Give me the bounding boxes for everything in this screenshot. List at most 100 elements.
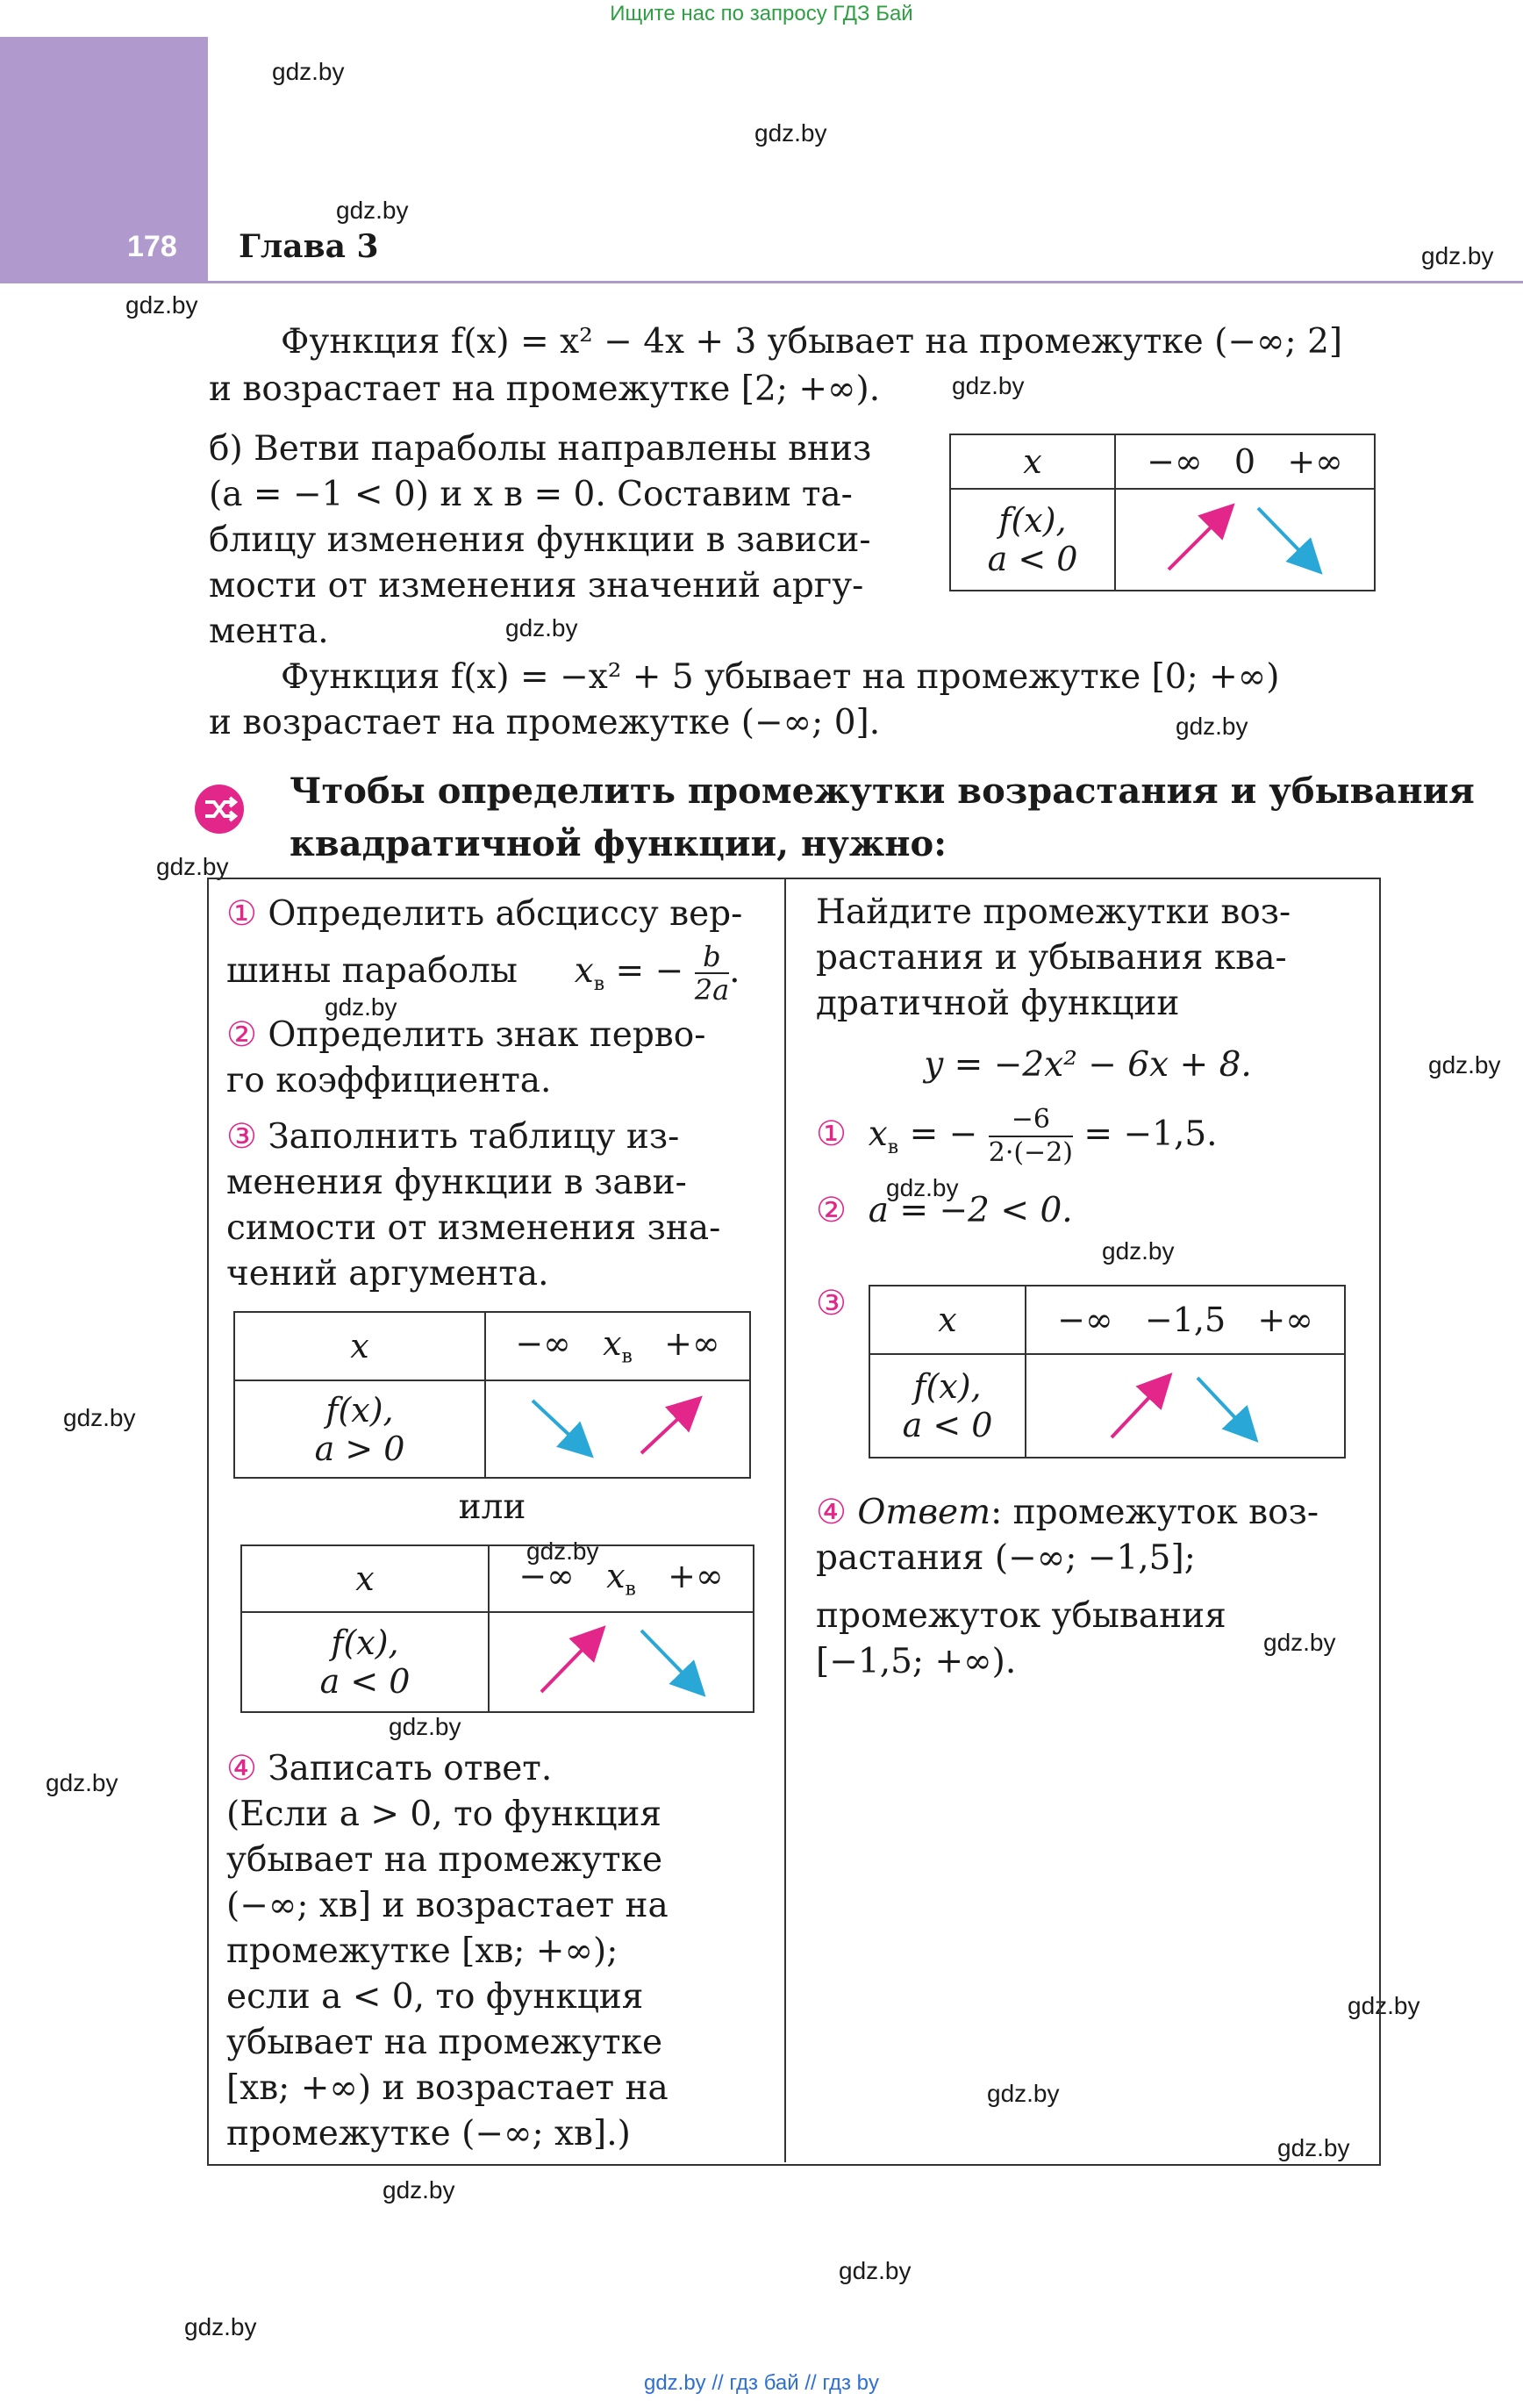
step-2-number: ② bbox=[816, 1190, 847, 1230]
step4-title-text: Записать ответ. bbox=[268, 1749, 553, 1788]
step-3-number: ③ bbox=[816, 1284, 847, 1323]
answer-text: : промежуток воз- bbox=[990, 1493, 1319, 1532]
step4-line: [xв; +∞) и возрастает на bbox=[226, 2068, 669, 2108]
table-x-values: −∞ xв +∞ bbox=[484, 1311, 751, 1381]
part-b-line: б) Ветви параболы направлены вниз bbox=[209, 429, 872, 469]
left-table-a-positive: x −∞ xв +∞ f(x), a > 0 bbox=[233, 1311, 751, 1479]
part-b-table: x −∞ 0 +∞ f(x), a < 0 bbox=[949, 434, 1376, 591]
step3-text: Заполнить таблицу из- bbox=[268, 1116, 680, 1157]
table-f-label-line: a < 0 bbox=[987, 540, 1078, 578]
step-1-number: ① bbox=[816, 1114, 847, 1154]
answer-word: Ответ bbox=[857, 1493, 991, 1532]
table-x-values: −∞ xв +∞ bbox=[488, 1544, 754, 1613]
formula-dot: . bbox=[729, 951, 740, 991]
part-b-line: (a = −1 < 0) и x в = 0. Составим та- bbox=[209, 475, 853, 514]
step-4-number: ④ bbox=[226, 1749, 257, 1788]
formula-fraction: −6 2·(−2) bbox=[988, 1104, 1073, 1169]
watermark: gdz.by bbox=[839, 2257, 912, 2284]
step3-line: ③ Заполнить таблицу из- bbox=[226, 1114, 754, 1160]
step4-line: убывает на промежутке bbox=[226, 1840, 663, 1880]
task-line: Найдите промежутки воз- bbox=[816, 892, 1291, 932]
watermark: gdz.by bbox=[1421, 242, 1494, 269]
task-formula: y = −2x² − 6x + 8. bbox=[924, 1045, 1252, 1085]
chapter-title: Глава 3 bbox=[239, 228, 379, 265]
fraction-denominator: 2·(−2) bbox=[988, 1137, 1073, 1168]
answer-line: ④ Ответ: промежуток воз- bbox=[816, 1490, 1360, 1536]
x-left: −∞ bbox=[515, 1324, 571, 1364]
conclusion-line-1: Функция f(x) = −x² + 5 убывает на промеж… bbox=[281, 657, 1280, 697]
step-1-number: ① bbox=[226, 894, 257, 934]
formula-xv: x bbox=[868, 1114, 888, 1154]
watermark: gdz.by bbox=[1348, 1992, 1420, 2019]
watermark: gdz.by bbox=[1176, 713, 1248, 740]
step2-text: Определить знак перво- bbox=[268, 1014, 706, 1055]
right-column: Найдите промежутки воз- растания и убыва… bbox=[816, 890, 1360, 1234]
table-f-label-line: a < 0 bbox=[902, 1406, 993, 1444]
watermark: gdz.by bbox=[125, 291, 198, 319]
x-right: +∞ bbox=[668, 1557, 724, 1596]
watermark: gdz.by bbox=[272, 58, 345, 85]
step1-line: ① Определить абсциссу вер- bbox=[226, 892, 754, 937]
right-step4: ④ Ответ: промежуток воз- растания (−∞; −… bbox=[816, 1490, 1360, 1685]
step-2-number: ② bbox=[226, 1014, 257, 1055]
answer-line: растания (−∞; −1,5]; bbox=[816, 1538, 1196, 1578]
watermark: gdz.by bbox=[63, 1404, 136, 1431]
step1-line: шины параболы xв = − b 2a . bbox=[226, 941, 754, 1007]
step-3-number: ③ bbox=[226, 1116, 257, 1157]
table-x-label: x bbox=[240, 1544, 490, 1613]
table-f-label: f(x), a < 0 bbox=[949, 488, 1116, 591]
watermark: gdz.by bbox=[46, 1769, 118, 1796]
answer-line: [−1,5; +∞). bbox=[816, 1642, 1017, 1681]
step4-line: если a < 0, то функция bbox=[226, 1977, 644, 2017]
step4-line: (−∞; xв] и возрастает на bbox=[226, 1886, 669, 1925]
step1-text: шины параболы bbox=[226, 951, 518, 991]
arrows-up-down-icon bbox=[1110, 1372, 1259, 1443]
formula-eq: = − bbox=[909, 1114, 978, 1154]
watermark: gdz.by bbox=[1428, 1051, 1501, 1079]
watermark: gdz.by bbox=[505, 614, 578, 641]
table-f-label-line: a > 0 bbox=[314, 1429, 405, 1468]
answer-line: промежуток убывания bbox=[816, 1596, 1226, 1636]
watermark: gdz.by bbox=[336, 197, 409, 224]
x-left: −∞ bbox=[518, 1557, 575, 1596]
step4-line: промежутке [xв; +∞); bbox=[226, 1931, 618, 1971]
step3-line: симости от изменения зна- bbox=[226, 1208, 721, 1248]
watermark: gdz.by bbox=[1263, 1629, 1336, 1656]
formula-sub: в bbox=[593, 972, 605, 995]
or-text: или bbox=[458, 1487, 526, 1527]
task-line: дратичной функции bbox=[816, 984, 1180, 1023]
part-b-line: мости от изменения значений аргу- bbox=[209, 566, 864, 606]
table-f-label-line: f(x), bbox=[913, 1367, 982, 1406]
part-b-line: блицу изменения функции в зависи- bbox=[209, 520, 871, 560]
watermark: gdz.by bbox=[987, 2080, 1060, 2107]
table-arrows bbox=[484, 1380, 751, 1479]
watermark: gdz.by bbox=[1277, 2134, 1350, 2161]
watermark: gdz.by bbox=[389, 1713, 461, 1740]
x-right: +∞ bbox=[664, 1324, 720, 1364]
table-x-label: x bbox=[233, 1311, 486, 1381]
watermark: gdz.by bbox=[1102, 1237, 1175, 1265]
arrows-up-down-icon bbox=[540, 1624, 706, 1697]
header-color-block bbox=[0, 37, 208, 283]
table-f-label-line: a < 0 bbox=[319, 1662, 411, 1701]
top-banner[interactable]: Ищите нас по запросу ГДЗ Бай bbox=[610, 2, 913, 25]
conclusion-line-2: и возрастает на промежутке (−∞; 0]. bbox=[209, 703, 881, 742]
fraction-numerator: −6 bbox=[988, 1104, 1073, 1137]
bottom-banner[interactable]: gdz.by // гдз бай // гдз by bbox=[643, 2371, 880, 2395]
table-x-label: x bbox=[949, 434, 1116, 490]
rule-title-line-1: Чтобы определить промежутки возрастания … bbox=[290, 770, 1475, 812]
step4-block: ④ Записать ответ. (Если a > 0, то функци… bbox=[226, 1746, 754, 2157]
step3-line: чений аргумента. bbox=[226, 1253, 549, 1294]
arrows-up-down-icon bbox=[1167, 502, 1323, 575]
step2-line: го коэффициента. bbox=[226, 1060, 552, 1100]
rule-title-line-2: квадратичной функции, нужно: bbox=[290, 823, 947, 864]
step3-line: менения функции в зави- bbox=[226, 1162, 687, 1202]
x-sub: в bbox=[621, 1345, 633, 1368]
watermark: gdz.by bbox=[886, 1174, 959, 1201]
algorithm-box bbox=[207, 878, 1381, 2166]
table-f-label-line: f(x), bbox=[331, 1623, 399, 1662]
table-f-label-line: f(x), bbox=[998, 501, 1067, 540]
table-f-label: f(x), a < 0 bbox=[240, 1611, 490, 1713]
table-arrows bbox=[1114, 488, 1376, 591]
table-arrows bbox=[488, 1611, 754, 1713]
